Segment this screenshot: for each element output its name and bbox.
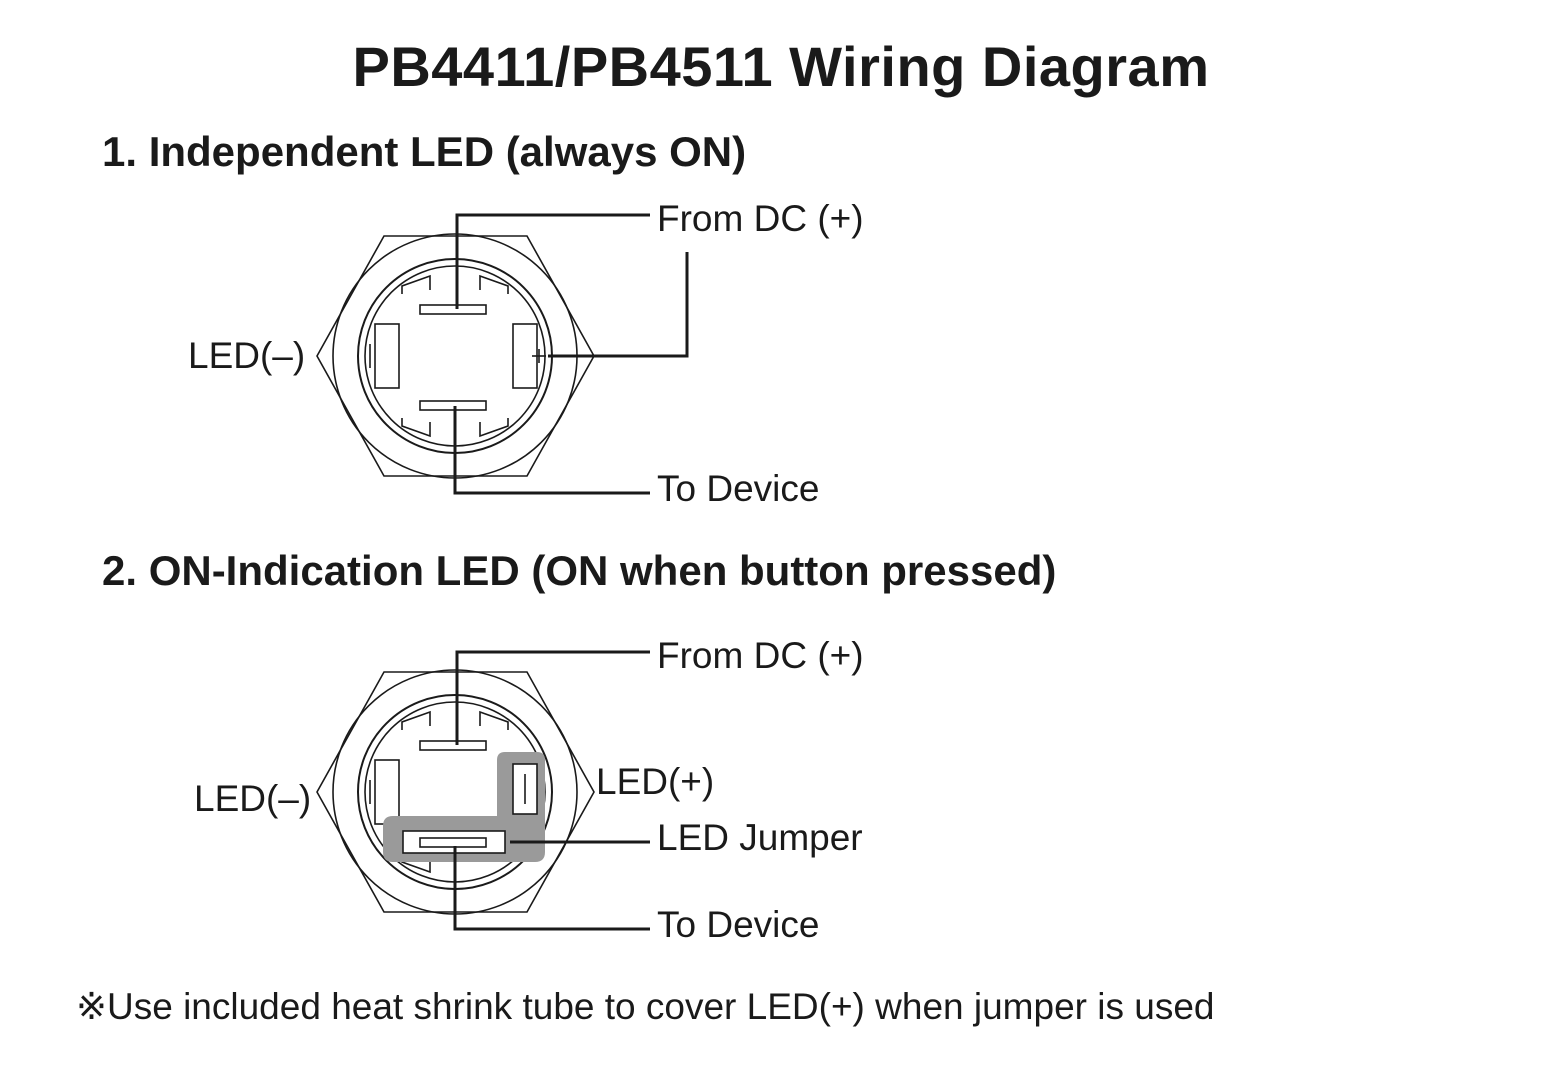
inner-body-top-1 xyxy=(401,274,509,294)
hex-nut-2 xyxy=(316,671,595,913)
footnote: ※Use included heat shrink tube to cover … xyxy=(76,986,1215,1027)
wire-to-device-1 xyxy=(453,406,650,495)
terminal-left-2 xyxy=(374,759,400,825)
label-led-minus-2: LED(–) xyxy=(194,778,312,819)
inner-body-top-2 xyxy=(401,710,509,730)
diagram2-heading: 2. ON-Indication LED (ON when button pre… xyxy=(102,547,1057,594)
terminal-bottom-slot-2 xyxy=(419,837,487,848)
wire-to-device-2 xyxy=(453,846,650,931)
wires-2 xyxy=(453,650,650,931)
wires-1 xyxy=(453,213,689,495)
page-title: PB4411/PB4511 Wiring Diagram xyxy=(352,35,1210,98)
label-to-device-1: To Device xyxy=(657,468,820,509)
terminal-left-1 xyxy=(374,323,400,389)
wire-led-plus-1 xyxy=(548,252,689,358)
led-jumper xyxy=(383,752,545,862)
inner-body-bottom-1 xyxy=(401,418,509,438)
label-from-dc-2: From DC (+) xyxy=(657,635,864,676)
label-led-jumper: LED Jumper xyxy=(657,817,863,858)
label-led-minus-1: LED(–) xyxy=(188,335,306,376)
label-from-dc-1: From DC (+) xyxy=(657,198,864,239)
terminal-top-2 xyxy=(419,740,487,751)
wire-from-dc-2 xyxy=(455,650,650,745)
label-to-device-2: To Device xyxy=(657,904,820,945)
hex-nut-1 xyxy=(316,235,595,477)
label-led-plus-2: LED(+) xyxy=(596,761,715,802)
terminal-bottom-1 xyxy=(419,400,487,411)
diagram1-heading: 1. Independent LED (always ON) xyxy=(102,128,747,175)
terminal-top-1 xyxy=(419,304,487,315)
wire-from-dc-1 xyxy=(455,213,650,309)
